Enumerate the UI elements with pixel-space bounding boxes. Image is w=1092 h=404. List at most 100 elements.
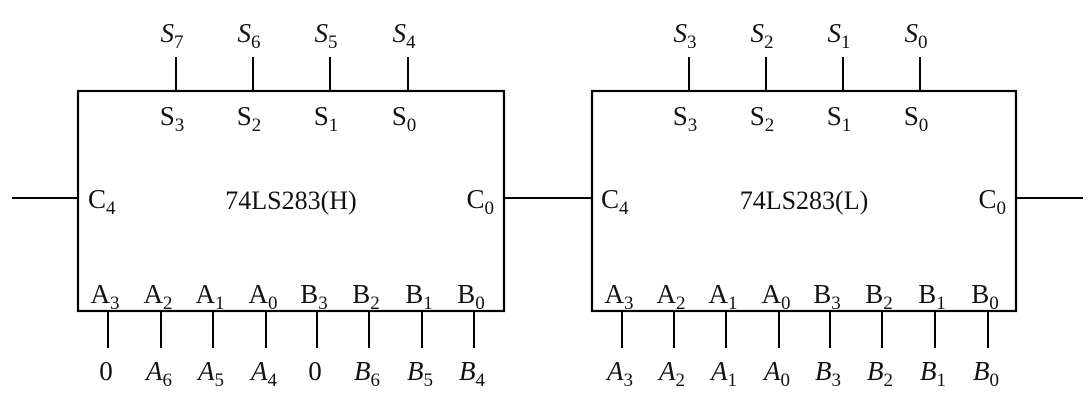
input-pin-label-subscript: 1 bbox=[215, 293, 225, 314]
output-pin-label: S3 bbox=[673, 101, 698, 136]
input-signal-label-base: A bbox=[249, 356, 268, 386]
output-pin-label-subscript: 2 bbox=[252, 115, 262, 136]
carry-in-pin-label: C0 bbox=[978, 184, 1006, 219]
input-signal-label-base: B bbox=[459, 356, 476, 386]
input-signal-label-subscript: 4 bbox=[268, 370, 278, 391]
output-pin-label-subscript: 0 bbox=[407, 115, 417, 136]
output-signal-label: S4 bbox=[393, 18, 417, 53]
input-pin-label-subscript: 2 bbox=[163, 293, 173, 314]
input-signal-label-subscript: 5 bbox=[424, 370, 434, 391]
input-pin-label-base: B bbox=[865, 279, 883, 309]
input-pin-label-subscript: 0 bbox=[989, 293, 999, 314]
input-signal-label: 0 bbox=[99, 356, 113, 386]
input-pin-label-subscript: 3 bbox=[110, 293, 120, 314]
input-signal-label: A0 bbox=[762, 356, 790, 391]
output-signal-label-subscript: 7 bbox=[174, 32, 184, 53]
input-pin-label-base: B bbox=[971, 279, 989, 309]
input-signal-label-base: A bbox=[762, 356, 781, 386]
input-signal-label: A3 bbox=[605, 356, 633, 391]
input-pin-label: B0 bbox=[971, 279, 999, 314]
output-signal-label-subscript: 2 bbox=[764, 32, 774, 53]
input-signal-label-subscript: 2 bbox=[676, 370, 686, 391]
chip-low-body bbox=[590, 89, 1018, 313]
input-pin-label-subscript: 0 bbox=[268, 293, 278, 314]
output-signal-label: S2 bbox=[751, 18, 774, 53]
input-pin-label: A2 bbox=[144, 279, 173, 314]
input-pin-label: B2 bbox=[865, 279, 893, 314]
input-signal-label-base: 0 bbox=[308, 356, 322, 386]
output-pin-label-subscript: 2 bbox=[765, 115, 775, 136]
input-signal-label-base: B bbox=[973, 356, 990, 386]
output-signal-label-base: S bbox=[751, 18, 765, 48]
input-pin-label-subscript: 3 bbox=[318, 293, 328, 314]
input-pin-label-subscript: 1 bbox=[423, 293, 433, 314]
output-pin-label-base: S bbox=[160, 101, 175, 131]
input-pin-label-base: B bbox=[300, 279, 318, 309]
input-pin-label-base: A bbox=[657, 279, 677, 309]
input-signal-label-base: B bbox=[920, 356, 937, 386]
output-signal-label: S5 bbox=[315, 18, 338, 53]
input-pin-label: A0 bbox=[762, 279, 791, 314]
input-signal-label-subscript: 0 bbox=[990, 370, 1000, 391]
output-pin-label: S3 bbox=[160, 101, 185, 136]
output-pin-label: S0 bbox=[392, 101, 417, 136]
output-pin-label-base: S bbox=[750, 101, 765, 131]
output-pin-label-subscript: 0 bbox=[919, 115, 929, 136]
output-signal-label-base: S bbox=[905, 18, 919, 48]
input-signal-label-base: A bbox=[709, 356, 728, 386]
output-pin-label-base: S bbox=[237, 101, 252, 131]
input-pin-label-base: B bbox=[457, 279, 475, 309]
input-signal-label: B6 bbox=[354, 356, 380, 391]
input-pin-label-subscript: 1 bbox=[936, 293, 946, 314]
input-signal-label-base: B bbox=[815, 356, 832, 386]
input-signal-label-base: B bbox=[407, 356, 424, 386]
input-pin-label-subscript: 0 bbox=[475, 293, 485, 314]
output-pin-label: S1 bbox=[314, 101, 339, 136]
input-pin-label-subscript: 0 bbox=[781, 293, 791, 314]
input-signal-label: 0 bbox=[308, 356, 322, 386]
input-signal-label-subscript: 3 bbox=[624, 370, 634, 391]
output-signal-label-base: S bbox=[828, 18, 842, 48]
output-signal-label-subscript: 5 bbox=[328, 32, 338, 53]
input-signal-label: B2 bbox=[867, 356, 893, 391]
input-pin-label-subscript: 2 bbox=[676, 293, 686, 314]
input-signal-label-subscript: 2 bbox=[884, 370, 894, 391]
input-pin-label: A3 bbox=[605, 279, 634, 314]
input-pin-label: B1 bbox=[918, 279, 946, 314]
input-signal-label: A6 bbox=[144, 356, 172, 391]
input-signal-label-subscript: 0 bbox=[781, 370, 791, 391]
input-pin-label-base: A bbox=[605, 279, 625, 309]
input-signal-label-subscript: 6 bbox=[371, 370, 381, 391]
output-pin-label: S1 bbox=[827, 101, 852, 136]
input-pin-label: B0 bbox=[457, 279, 485, 314]
input-signal-label: A1 bbox=[709, 356, 737, 391]
carry-out-pin-label-base: C bbox=[88, 184, 106, 214]
output-pin-label-subscript: 1 bbox=[842, 115, 852, 136]
output-pin-label-subscript: 3 bbox=[688, 115, 698, 136]
carry-out-pin-label-subscript: 4 bbox=[619, 198, 629, 219]
pins-layer: S7S3S6S2S5S1S4S0A30A2A6A1A5A0A4B30B2B6B1… bbox=[88, 18, 1006, 391]
carry-out-pin-label: C4 bbox=[601, 184, 629, 219]
input-pin-label-base: A bbox=[762, 279, 782, 309]
input-signal-label-base: B bbox=[354, 356, 371, 386]
output-pin-label-subscript: 1 bbox=[329, 115, 339, 136]
input-pin-label-subscript: 3 bbox=[624, 293, 634, 314]
output-signal-label-base: S bbox=[238, 18, 252, 48]
chip-high-body bbox=[76, 89, 506, 313]
chip-low-name: 74LS283(L) bbox=[740, 186, 869, 215]
output-signal-label: S0 bbox=[905, 18, 928, 53]
input-signal-label-subscript: 1 bbox=[728, 370, 738, 391]
input-signal-label: B1 bbox=[920, 356, 946, 391]
output-signal-label-base: S bbox=[393, 18, 407, 48]
input-pin-label-base: A bbox=[709, 279, 729, 309]
output-signal-label-subscript: 4 bbox=[406, 32, 416, 53]
input-pin-label: A2 bbox=[657, 279, 686, 314]
input-pin-label: A3 bbox=[91, 279, 120, 314]
input-signal-label: A5 bbox=[196, 356, 224, 391]
input-signal-label: A2 bbox=[657, 356, 685, 391]
output-signal-label: S6 bbox=[238, 18, 261, 53]
input-pin-label-base: A bbox=[249, 279, 269, 309]
input-signal-label: A4 bbox=[249, 356, 278, 391]
carry-in-pin-label-base: C bbox=[466, 184, 484, 214]
